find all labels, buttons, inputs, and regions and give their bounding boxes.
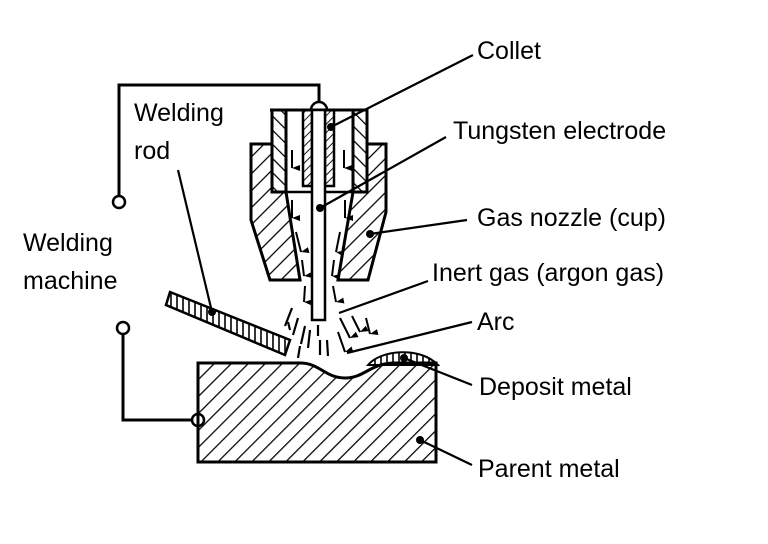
terminal-top — [111, 194, 127, 210]
terminal-torch — [309, 100, 329, 111]
parent-metal — [196, 361, 438, 464]
arc-flashes — [283, 307, 330, 359]
leader-lines — [176, 54, 474, 466]
label-welding-machine-1: Welding — [23, 229, 113, 257]
label-arc: Arc — [477, 308, 515, 336]
gas-flow-arrows — [291, 150, 379, 353]
label-deposit-metal: Deposit metal — [479, 373, 632, 401]
label-welding-rod-2: rod — [134, 137, 171, 165]
label-welding-rod-1: Welding — [134, 99, 224, 127]
label-inert-gas: Inert gas (argon gas) — [432, 259, 665, 287]
label-collet: Collet — [477, 37, 541, 65]
leader-dots — [208, 123, 424, 444]
terminal-bottom — [115, 320, 131, 336]
label-parent-metal: Parent metal — [478, 455, 620, 483]
label-welding-machine-2: machine — [23, 267, 118, 295]
gas-nozzle — [249, 142, 388, 282]
circuit-wires — [117, 83, 321, 422]
tungsten-electrode — [310, 108, 327, 322]
label-gas-nozzle: Gas nozzle (cup) — [477, 204, 666, 232]
welding-rod — [164, 290, 292, 357]
label-tungsten-electrode: Tungsten electrode — [453, 117, 667, 145]
